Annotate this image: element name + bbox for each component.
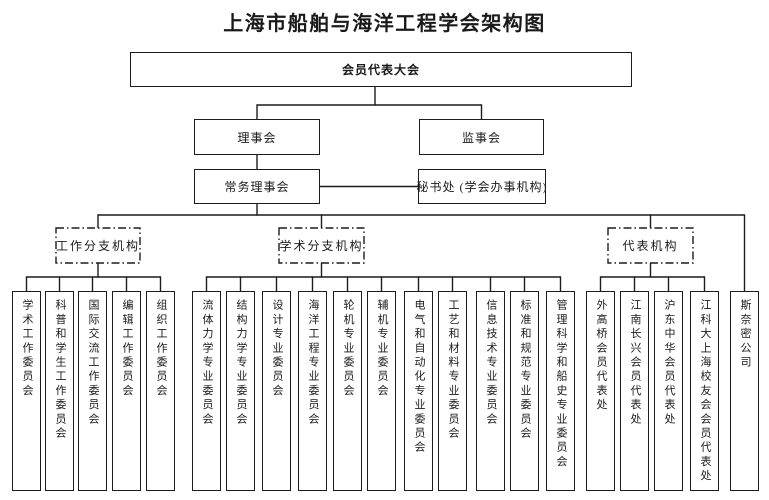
secretariat-label: 秘书处 (学会办事机构) <box>416 180 548 194</box>
leaf-box: 国际交流工作委员会 <box>78 291 107 491</box>
academic-branch-box: 学术分支机构 <box>279 228 364 263</box>
leaf-box: 海洋工程专业委员会 <box>298 291 327 491</box>
representative-branch-box: 代表机构 <box>608 228 693 263</box>
leaf-label: 电气和自动化专业委员会 <box>413 299 425 456</box>
leaf-label: 国际交流工作委员会 <box>87 299 99 427</box>
leaf-box: 组织工作委员会 <box>146 291 175 491</box>
leaf-label: 管理科学和船史专业委员会 <box>555 299 567 470</box>
leaf-box: 结构力学专业委员会 <box>226 291 255 491</box>
leaf-box: 标准和规范专业委员会 <box>510 291 539 491</box>
leaf-label: 斯奈密公司 <box>739 299 751 370</box>
work-branch-label: 工作分支机构 <box>56 239 141 253</box>
leaf-label: 组织工作委员会 <box>155 299 167 399</box>
leaf-label: 设计专业委员会 <box>271 299 283 399</box>
leaf-label: 信息技术专业委员会 <box>485 299 497 427</box>
leaf-label: 海洋工程专业委员会 <box>307 299 319 427</box>
leaf-label: 流体力学专业委员会 <box>201 299 213 427</box>
leaf-label: 沪东中华会员代表处 <box>663 299 675 427</box>
leaf-label: 工艺和材料专业委员会 <box>447 299 459 441</box>
leaf-label: 标准和规范专业委员会 <box>519 299 531 441</box>
leaf-box: 工艺和材料专业委员会 <box>438 291 467 491</box>
council-label: 理事会 <box>237 130 277 145</box>
leaf-label: 江科大上海校友会会员代表处 <box>699 299 711 484</box>
supervisory-board-box: 监事会 <box>419 119 544 155</box>
members-congress-box: 会员代表大会 <box>130 52 632 87</box>
academic-branch-label: 学术分支机构 <box>279 239 364 253</box>
leaf-box: 江科大上海校友会会员代表处 <box>690 291 719 491</box>
leaf-box: 轮机专业委员会 <box>333 291 362 491</box>
leaf-label: 学术工作委员会 <box>21 299 33 399</box>
leaf-label: 结构力学专业委员会 <box>235 299 247 427</box>
leaf-box: 学术工作委员会 <box>12 291 41 491</box>
leaf-box: 管理科学和船史专业委员会 <box>546 291 575 491</box>
leaf-box: 信息技术专业委员会 <box>476 291 505 491</box>
leaf-label: 辅机专业委员会 <box>376 299 388 399</box>
leaf-label: 编辑工作委员会 <box>121 299 133 399</box>
leaf-label: 科普和学生工作委员会 <box>54 299 66 441</box>
leaf-label: 江南长兴会员代表处 <box>629 299 641 427</box>
leaf-box: 科普和学生工作委员会 <box>45 291 74 491</box>
members-congress-label: 会员代表大会 <box>341 63 420 77</box>
leaf-label: 轮机专业委员会 <box>342 299 354 399</box>
representative-branch-label: 代表机构 <box>622 239 679 253</box>
leaf-box: 设计专业委员会 <box>262 291 291 491</box>
leaf-box: 流体力学专业委员会 <box>192 291 221 491</box>
leaf-box: 辅机专业委员会 <box>367 291 396 491</box>
leaf-box: 江南长兴会员代表处 <box>620 291 649 491</box>
leaf-box: 沪东中华会员代表处 <box>654 291 683 491</box>
standing-council-box: 常务理事会 <box>194 169 320 204</box>
leaf-box: 编辑工作委员会 <box>112 291 141 491</box>
standing-council-label: 常务理事会 <box>224 180 290 194</box>
work-branch-box: 工作分支机构 <box>56 228 140 263</box>
leaf-box: 外高桥会员代表处 <box>586 291 615 491</box>
leaf-box: 电气和自动化专业委员会 <box>404 291 433 491</box>
supervisory-board-label: 监事会 <box>461 130 501 145</box>
secretariat-box: 秘书处 (学会办事机构) <box>416 169 548 204</box>
leaf-box: 斯奈密公司 <box>730 291 759 491</box>
leaf-label: 外高桥会员代表处 <box>595 299 607 413</box>
page-title: 上海市船舶与海洋工程学会架构图 <box>223 13 546 35</box>
council-box: 理事会 <box>194 119 320 155</box>
